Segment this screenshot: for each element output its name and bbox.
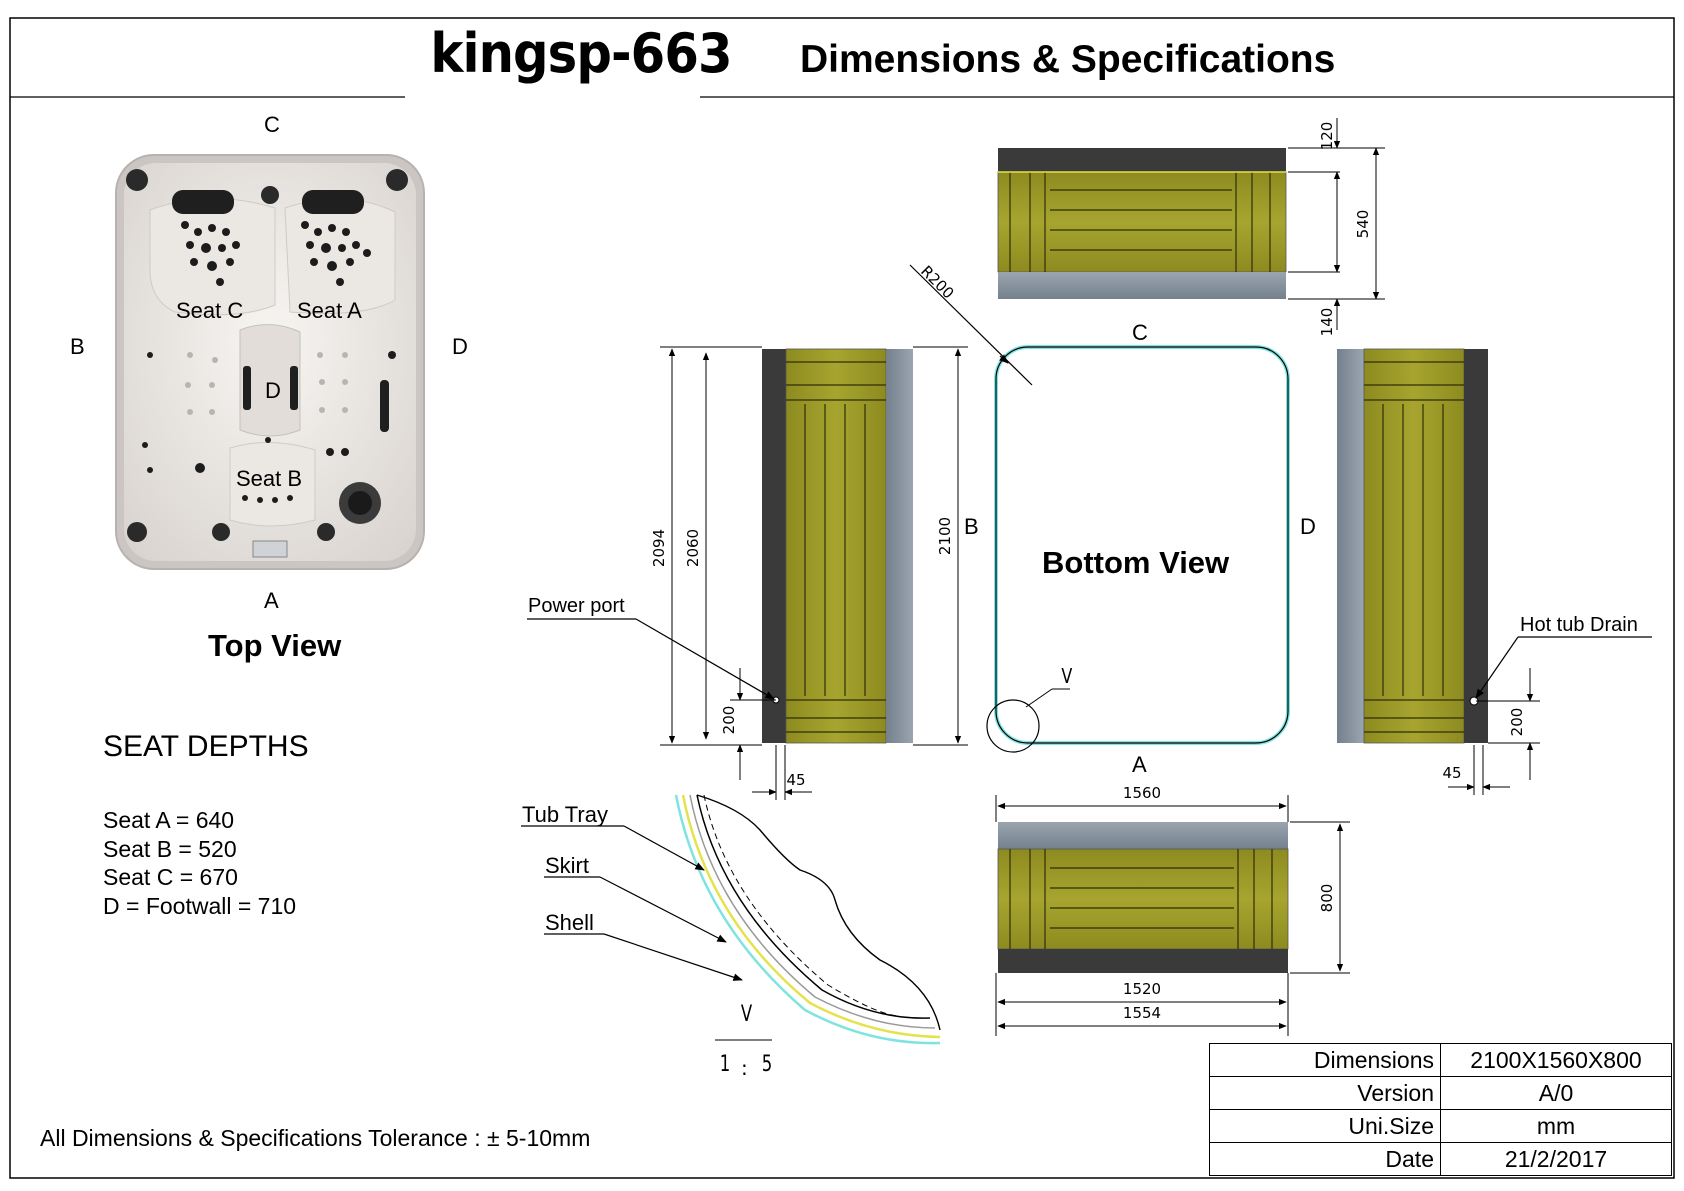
spec-key: Date — [1209, 1142, 1441, 1176]
spec-key: Uni.Size — [1209, 1109, 1441, 1143]
bottom-view-side-c: C — [1132, 320, 1148, 345]
detail-scale-right: 5 — [761, 1052, 773, 1077]
bottom-view-outline — [909, 264, 1290, 753]
bottom-view-title: Bottom View — [1042, 545, 1230, 580]
spec-value: 2100X1560X800 — [1440, 1043, 1672, 1077]
seat-c-label: Seat C — [176, 298, 244, 323]
spec-key: Version — [1209, 1076, 1441, 1110]
dim-c-bottom: 140 — [1318, 308, 1336, 337]
tolerance-note: All Dimensions & Specifications Toleranc… — [40, 1125, 591, 1151]
dim-a-top: 1560 — [1123, 784, 1161, 802]
callout-power-port: Power port — [528, 595, 625, 617]
top-view-tub — [115, 154, 425, 570]
dim-d-drain-w: 45 — [1442, 764, 1461, 782]
top-view-side-d: D — [452, 334, 468, 359]
seat-b-label: Seat B — [236, 466, 303, 491]
seat-depths-list: Seat A = 640 Seat B = 520 Seat C = 670 D… — [103, 806, 296, 920]
sheet-title: Dimensions & Specifications — [800, 38, 1336, 81]
dim-b-outer: 2094 — [650, 529, 668, 567]
elevation-b — [762, 348, 913, 744]
elevation-a — [997, 822, 1289, 973]
radius-label: R200 — [917, 262, 957, 302]
callout-hot-tub-drain: Hot tub Drain — [1520, 614, 1638, 636]
top-view-side-b: B — [70, 334, 85, 359]
callout-shell: Shell — [545, 910, 594, 935]
dim-b-total: 2100 — [936, 517, 954, 555]
sheet-border — [9, 17, 1675, 1179]
spec-row: Dimensions 2100X1560X800 — [1209, 1043, 1672, 1077]
spec-row: Version A/0 — [1209, 1076, 1672, 1110]
seat-depths-title: SEAT DEPTHS — [103, 730, 309, 763]
seat-depth-row: D = Footwall = 710 — [103, 892, 297, 919]
dim-c-height: 540 — [1354, 210, 1372, 239]
dim-a-b1: 1520 — [1123, 980, 1161, 998]
dim-a-b2: 1554 — [1123, 1004, 1161, 1022]
bottom-view-detail-marker: V — [1061, 664, 1073, 688]
top-view-side-c: C — [264, 112, 280, 137]
seat-a-label: Seat A — [297, 298, 362, 323]
spec-table: Dimensions 2100X1560X800 Version A/0 Uni… — [1209, 1043, 1672, 1176]
elevation-c — [997, 148, 1287, 299]
footwell-label: D — [265, 378, 281, 403]
section-detail — [674, 794, 941, 1045]
dim-a-height: 800 — [1318, 884, 1336, 913]
seat-depth-row: Seat C = 670 — [103, 864, 238, 890]
dim-c-top: 120 — [1318, 122, 1336, 151]
spec-value: A/0 — [1440, 1076, 1672, 1110]
dim-b-port-h: 200 — [720, 706, 738, 735]
spec-value: 21/2/2017 — [1440, 1142, 1672, 1176]
bottom-view-side-b: B — [964, 514, 979, 539]
spec-row: Date 21/2/2017 — [1209, 1142, 1672, 1176]
model-name: kingsp-663 — [423, 22, 739, 85]
seat-depth-row: Seat B = 520 — [103, 835, 237, 862]
bottom-view-side-d: D — [1300, 514, 1316, 539]
top-view-title: Top View — [208, 628, 342, 663]
detail-marker: V — [740, 1002, 753, 1027]
spec-key: Dimensions — [1209, 1043, 1441, 1077]
detail-scale-left: 1 — [719, 1052, 731, 1077]
dimension-lines — [660, 118, 1540, 1036]
detail-scale-sep: : — [741, 1056, 748, 1080]
spec-value: mm — [1440, 1109, 1672, 1143]
dim-b-inner: 2060 — [684, 529, 702, 567]
spec-row: Uni.Size mm — [1209, 1109, 1672, 1143]
dim-d-drain-h: 200 — [1508, 708, 1526, 737]
callout-skirt: Skirt — [545, 853, 589, 878]
bottom-view-side-a: A — [1132, 752, 1147, 777]
seat-depth-row: Seat A = 640 — [103, 807, 235, 833]
top-view-side-a: A — [264, 588, 279, 613]
dim-b-port-w: 45 — [786, 771, 805, 789]
callout-tub-tray: Tub Tray — [522, 802, 608, 827]
elevation-d — [1337, 348, 1488, 744]
